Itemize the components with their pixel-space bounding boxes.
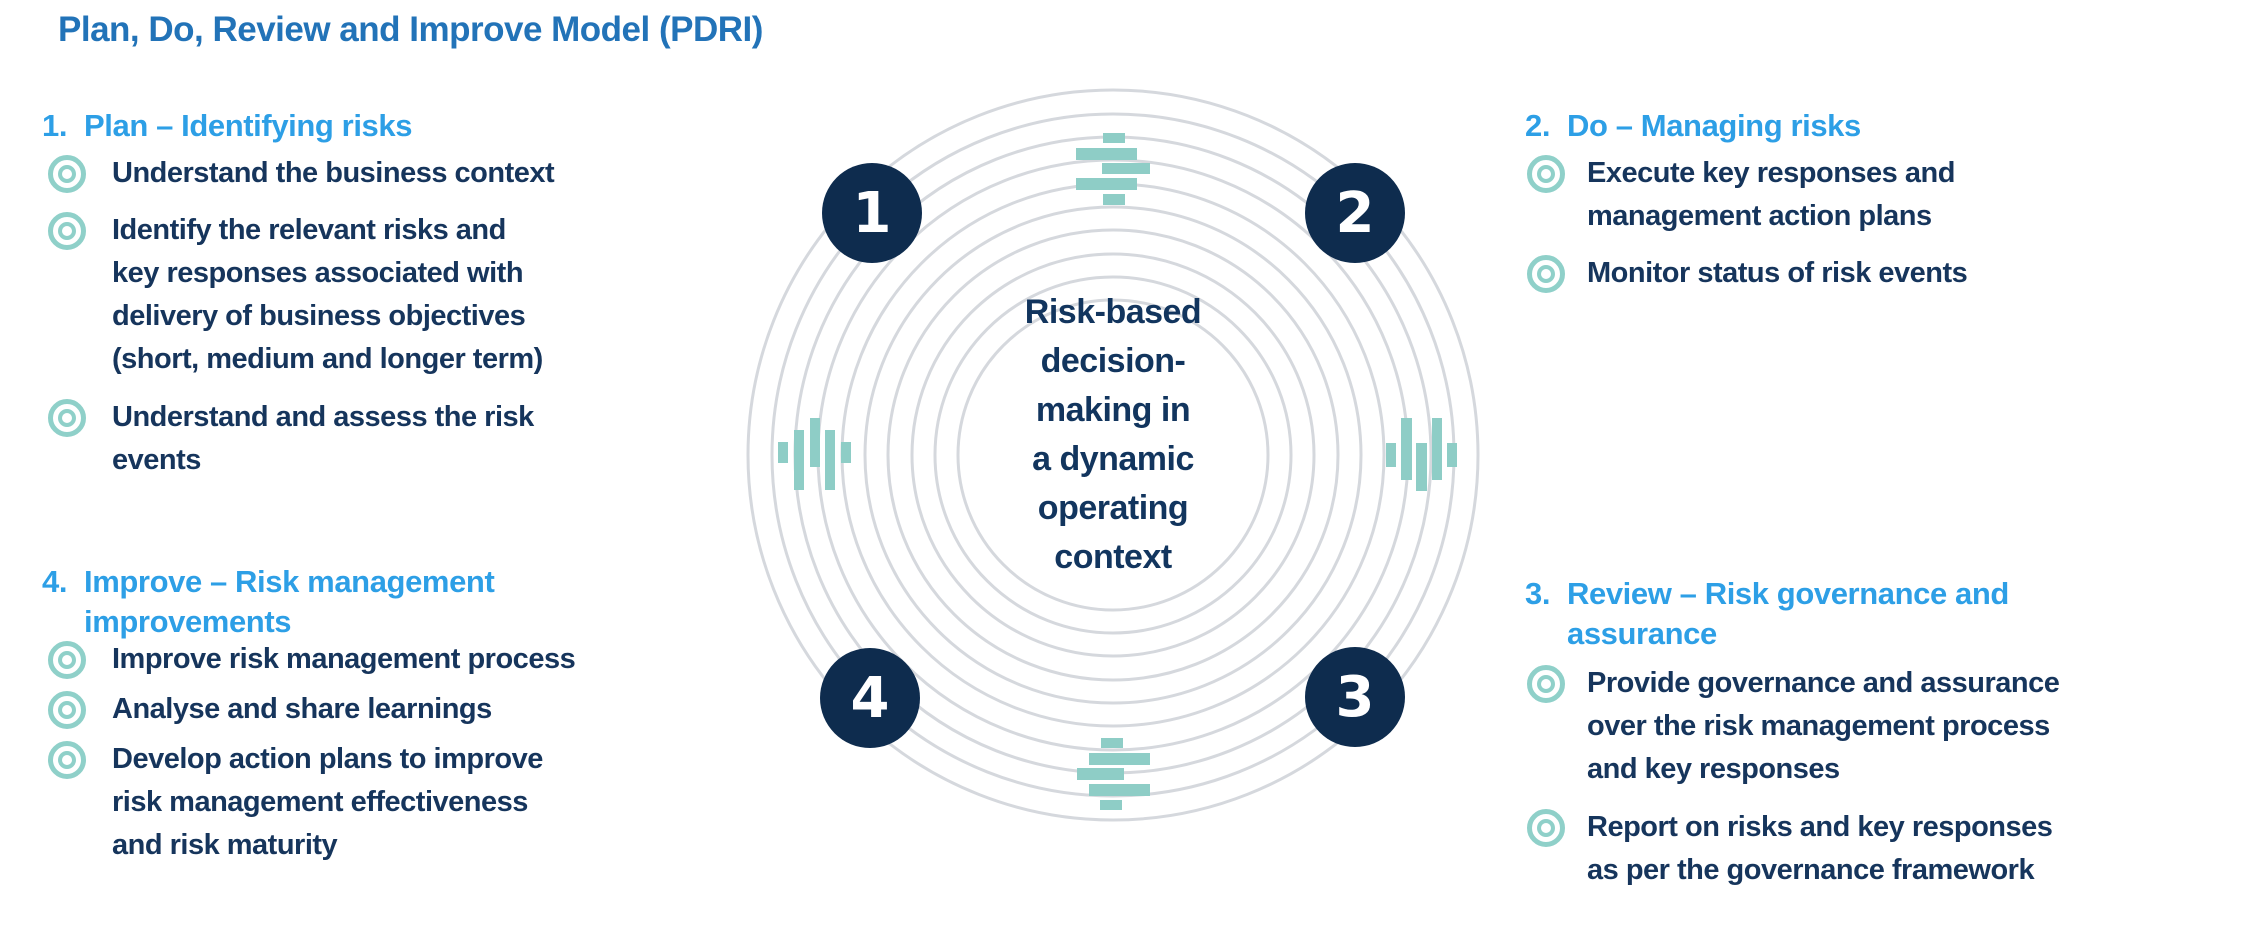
bullet-text: Understand the business context (112, 157, 555, 189)
double-circle-bullet-icon (1527, 809, 1565, 847)
list-item: Understand the business context (48, 152, 688, 195)
bullet-text: Provide governance and assurance over th… (1587, 667, 2060, 785)
section-1-number: 1. (42, 108, 68, 143)
section-1-heading: 1. Plan – Identifying risks (42, 106, 682, 146)
soundwave-icon-right (1386, 418, 1457, 491)
diagram-node-3: 3 (1305, 647, 1405, 747)
bullet-text: Develop action plans to improve risk man… (112, 743, 543, 861)
diagram-node-4-label: 4 (850, 665, 890, 731)
section-2-heading-text: Do – Managing risks (1567, 108, 1861, 143)
list-item: Monitor status of risk events (1527, 252, 2217, 295)
list-item: Execute key responses and management act… (1527, 152, 2217, 238)
bullet-text: Understand and assess the risk events (112, 401, 534, 476)
double-circle-bullet-icon (48, 691, 86, 729)
diagram-node-2-label: 2 (1335, 180, 1375, 246)
soundwave-icon-bottom (1077, 738, 1150, 810)
double-circle-bullet-icon (48, 399, 86, 437)
bullet-text: Improve risk management process (112, 643, 576, 675)
bullet-text: Identify the relevant risks and key resp… (112, 214, 543, 375)
bullet-text: Report on risks and key responses as per… (1587, 811, 2053, 886)
list-item: Improve risk management process (48, 638, 708, 681)
section-2-heading: 2. Do – Managing risks (1525, 106, 2215, 146)
page-title: Plan, Do, Review and Improve Model (PDRI… (58, 10, 763, 49)
double-circle-bullet-icon (1527, 155, 1565, 193)
diagram-node-4: 4 (820, 648, 920, 748)
section-2-number: 2. (1525, 108, 1551, 143)
list-item: Provide governance and assurance over th… (1527, 662, 2227, 791)
diagram-node-2: 2 (1305, 163, 1405, 263)
list-item: Develop action plans to improve risk man… (48, 738, 708, 867)
list-item: Understand and assess the risk events (48, 396, 688, 482)
section-3-number: 3. (1525, 576, 1551, 611)
double-circle-bullet-icon (1527, 665, 1565, 703)
section-4-heading: 4. Improve – Risk management improvement… (42, 562, 682, 642)
double-circle-bullet-icon (48, 641, 86, 679)
section-3-heading-text: Review – Risk governance and assurance (1567, 576, 2009, 651)
double-circle-bullet-icon (1527, 255, 1565, 293)
diagram-center-caption: Risk-based decision- making in a dynamic… (1024, 293, 1202, 576)
list-item: Report on risks and key responses as per… (1527, 806, 2227, 892)
soundwave-icon-left (778, 418, 851, 490)
double-circle-bullet-icon (48, 212, 86, 250)
section-1-heading-text: Plan – Identifying risks (84, 108, 413, 143)
bullet-text: Monitor status of risk events (1587, 257, 1968, 289)
diagram-node-3-label: 3 (1335, 664, 1375, 730)
soundwave-icon-top (1076, 133, 1150, 205)
list-item: Identify the relevant risks and key resp… (48, 209, 688, 381)
double-circle-bullet-icon (48, 741, 86, 779)
diagram-node-1-label: 1 (852, 180, 892, 246)
section-4-number: 4. (42, 564, 68, 599)
bullet-text: Execute key responses and management act… (1587, 157, 1955, 232)
double-circle-bullet-icon (48, 155, 86, 193)
section-3-heading: 3. Review – Risk governance and assuranc… (1525, 574, 2225, 654)
bullet-text: Analyse and share learnings (112, 693, 492, 725)
diagram-node-1: 1 (822, 163, 922, 263)
list-item: Analyse and share learnings (48, 688, 708, 731)
section-4-heading-text: Improve – Risk management improvements (84, 564, 495, 639)
